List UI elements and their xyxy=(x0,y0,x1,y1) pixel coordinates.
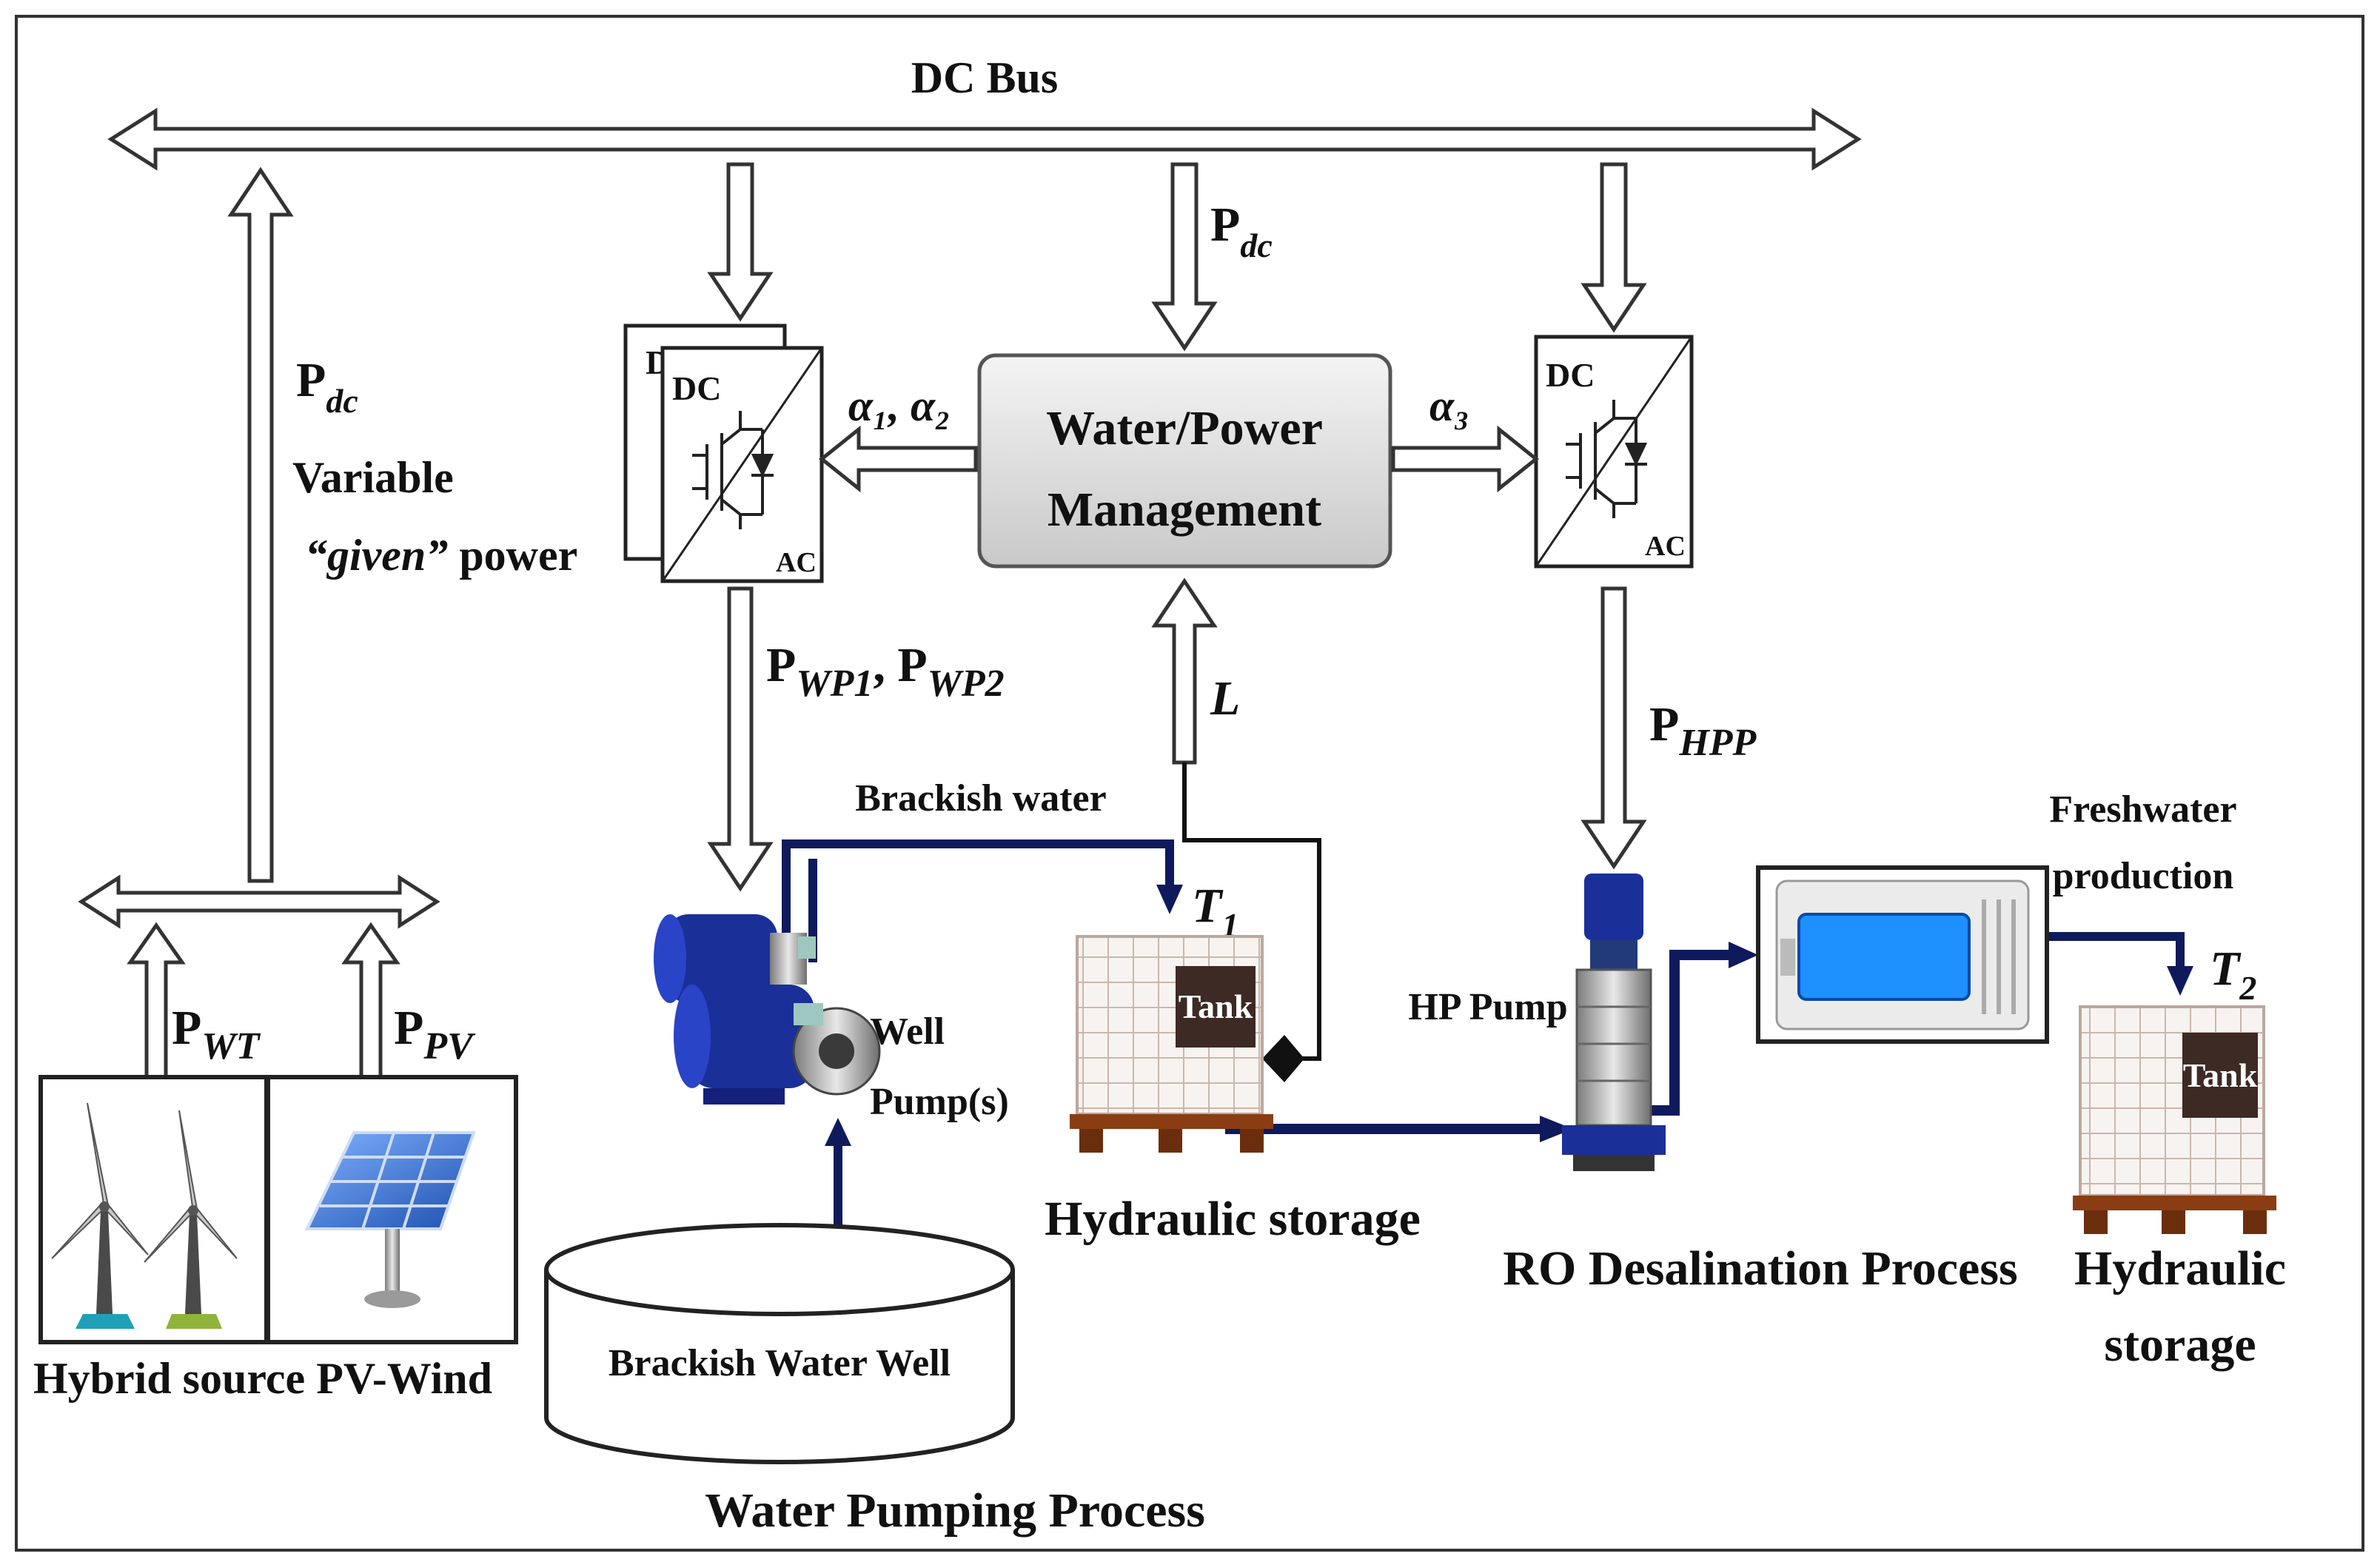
alpha3-label: α₃ xyxy=(1429,381,1469,431)
tank-1-icon: Tank xyxy=(1070,935,1273,1153)
ppv-up-arrow xyxy=(341,922,400,1079)
level-up-arrow xyxy=(1151,577,1218,765)
brackish-water-well xyxy=(544,1223,1015,1464)
t2-inflow-arrowhead xyxy=(2167,966,2193,996)
dc-ac-converter-right: DC AC xyxy=(1534,335,1694,569)
well-pump-label-1: Well xyxy=(870,1010,945,1053)
bus-to-right-converter-arrow xyxy=(1580,162,1647,333)
converter-right-dc-label: DC xyxy=(1546,356,1595,394)
dc-bus-arrow xyxy=(107,107,1862,171)
alpha3-arrow xyxy=(1391,425,1540,493)
water-pumping-process-label: Water Pumping Process xyxy=(705,1484,1205,1538)
dc-bus-label: DC Bus xyxy=(911,53,1058,102)
level-sensor-line xyxy=(1182,762,1321,1061)
source-bus-arrow xyxy=(78,874,440,929)
hp-pump-to-ro-pipe xyxy=(1643,950,1732,1116)
converter-left-dc-label: DC xyxy=(672,369,721,407)
freshwater-label-2: production xyxy=(2053,855,2234,897)
alpha12-label: α₁, α₂ xyxy=(848,381,951,430)
hydraulic-storage-2-label-2: storage xyxy=(2104,1318,2256,1372)
pdc-main-label: Pdc xyxy=(1210,198,1273,264)
converter-left-ac-label: AC xyxy=(776,547,817,578)
hp-pump-icon xyxy=(1562,874,1666,1171)
pdc-left-label: Pdc xyxy=(296,353,358,420)
well-pumps-icon xyxy=(654,914,881,1105)
pwp-down-arrow xyxy=(707,586,774,892)
level-sensor-icon xyxy=(1262,1035,1304,1082)
t1-label: T1 xyxy=(1192,879,1238,944)
brackish-water-label: Brackish water xyxy=(855,777,1106,819)
hp-pump-inflow-arrowhead xyxy=(1540,1116,1573,1142)
given-power-label: “given” power xyxy=(305,531,577,580)
bus-to-left-converter-arrow xyxy=(707,162,774,322)
bus-to-management-arrow xyxy=(1151,162,1218,352)
hydraulic-storage-1-label: Hydraulic storage xyxy=(1045,1192,1421,1246)
ro-membrane-module xyxy=(1756,865,2049,1044)
pwt-up-arrow xyxy=(127,922,186,1079)
water-power-management-block: Water/Power Management xyxy=(977,353,1392,569)
hybrid-source-label: Hybrid source PV-Wind xyxy=(33,1354,492,1403)
freshwater-pipe xyxy=(2043,932,2185,970)
pwt-label: PWT xyxy=(172,1001,261,1067)
management-line-1: Water/Power xyxy=(1046,401,1323,455)
igbt-diode-icon xyxy=(1566,400,1648,518)
php-label: PHPP xyxy=(1649,697,1757,764)
management-line-2: Management xyxy=(1047,483,1321,537)
ro-process-label: RO Desalination Process xyxy=(1503,1241,2017,1295)
variable-label: Variable xyxy=(292,453,454,502)
solar-panel-icon xyxy=(304,1131,476,1308)
t2-label: T2 xyxy=(2210,942,2256,1007)
t1-inflow-arrowhead xyxy=(1156,885,1183,914)
wind-turbine-icon xyxy=(144,1110,238,1329)
freshwater-label-1: Freshwater xyxy=(2049,788,2236,831)
php-down-arrow xyxy=(1580,586,1647,870)
well-inflow-arrowhead xyxy=(825,1118,851,1146)
hydraulic-storage-2-label-1: Hydraulic xyxy=(2074,1241,2286,1295)
well-pump-label-2: Pump(s) xyxy=(870,1081,1009,1123)
well-name-label: Brackish Water Well xyxy=(609,1342,951,1384)
alpha12-arrow xyxy=(818,425,978,493)
pdc-up-arrow xyxy=(227,167,294,883)
ppv-label: PPV xyxy=(394,1001,476,1067)
tank-2-icon: Tank xyxy=(2073,1005,2276,1234)
pwp-label: PWP1, PWP2 xyxy=(766,638,1005,705)
converter-right-ac-label: AC xyxy=(1645,531,1686,562)
igbt-diode-icon xyxy=(692,411,774,529)
dc-ac-converter-left: D DC AC xyxy=(623,324,824,583)
wind-turbine-icon xyxy=(51,1102,149,1329)
ro-inflow-arrowhead xyxy=(1729,942,1758,968)
wind-turbines-panel xyxy=(38,1075,269,1344)
level-l-label: L xyxy=(1210,671,1240,725)
tank-2-label: Tank xyxy=(2183,1056,2258,1094)
solar-pv-panel xyxy=(266,1075,518,1344)
hp-pump-label: HP Pump xyxy=(1408,986,1567,1028)
tank-1-label: Tank xyxy=(1179,988,1253,1025)
